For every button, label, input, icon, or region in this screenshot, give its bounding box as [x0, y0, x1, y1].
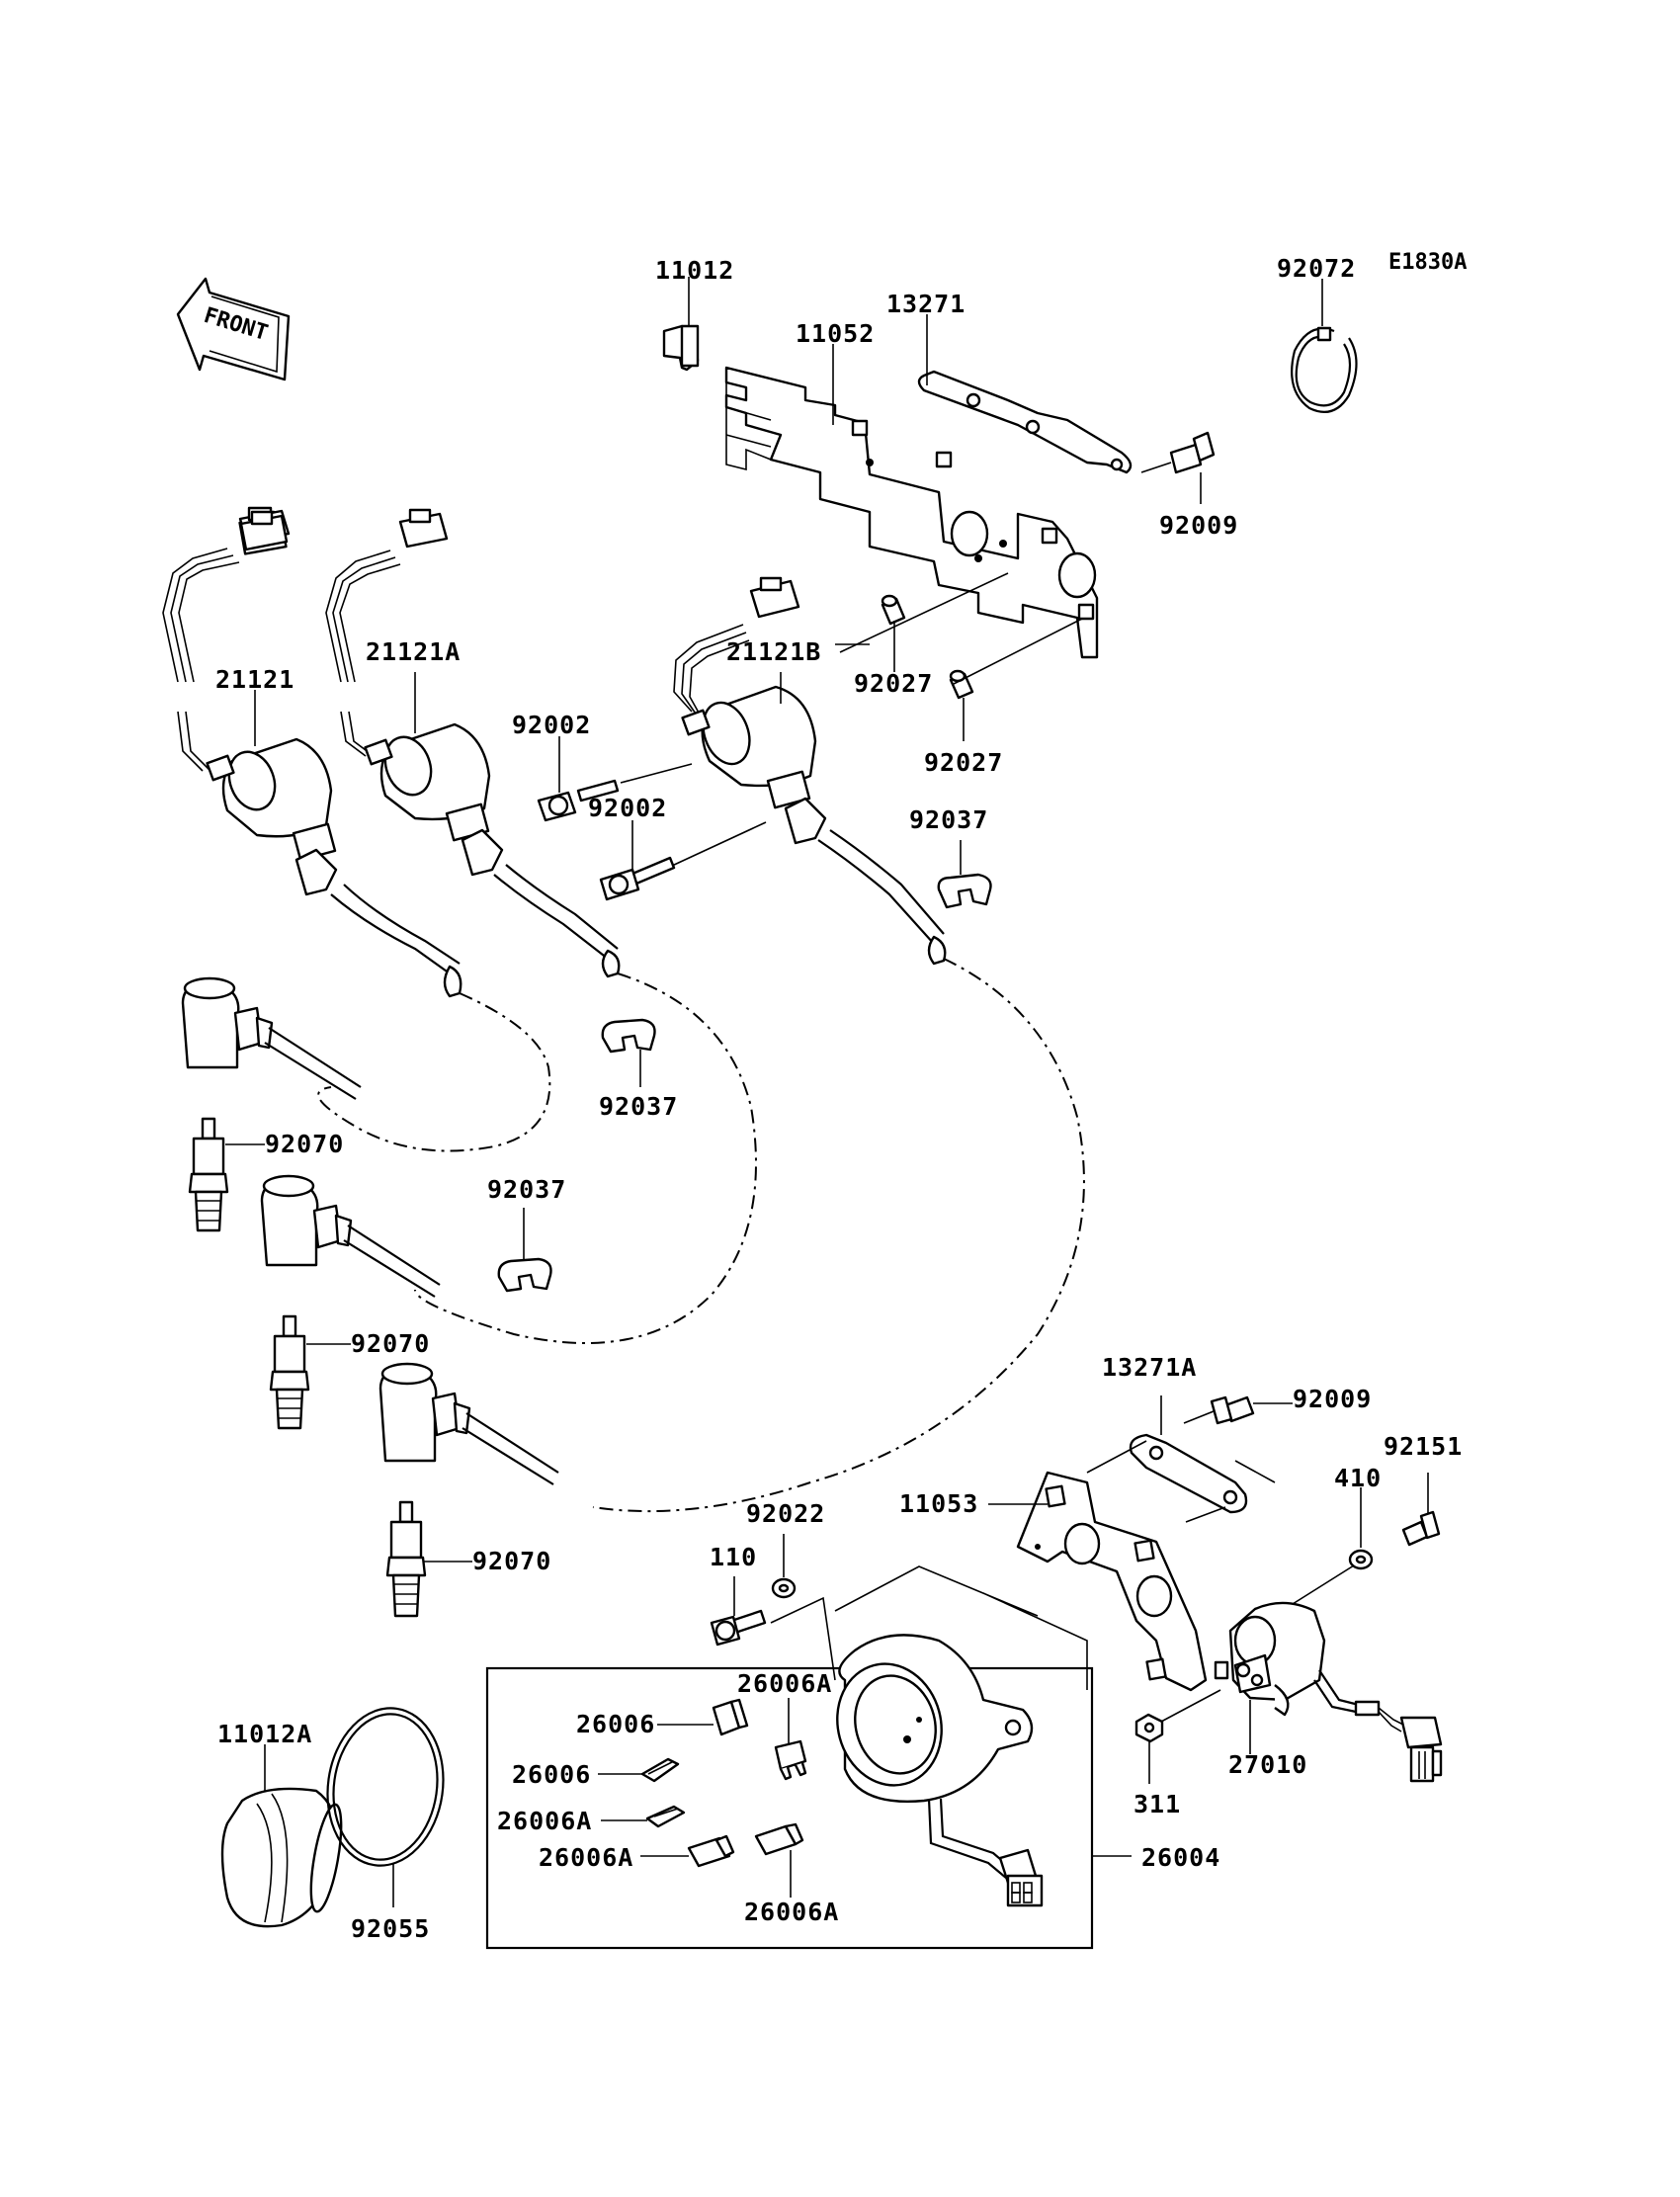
callout-92027-a: 92027	[854, 669, 933, 698]
hour-meter-kit-box	[485, 1666, 1094, 1950]
callout-26006-b: 26006	[512, 1760, 591, 1789]
callout-26006A-d: 26006A	[744, 1898, 839, 1926]
reference-code: E1830A	[1388, 250, 1467, 275]
collar-92027-b	[949, 669, 974, 700]
ht-lead-2	[414, 972, 757, 1344]
bolt-110	[710, 1609, 767, 1647]
cap-11012A	[220, 1787, 343, 1928]
o-ring-92055	[326, 1707, 445, 1867]
callout-11012: 11012	[655, 256, 734, 285]
band-92072	[1291, 326, 1358, 413]
ignition-coil-21121	[162, 510, 462, 998]
ht-lead-1	[317, 992, 551, 1152]
plug-cap-1	[181, 976, 362, 1100]
screw-92151	[1401, 1510, 1441, 1547]
ht-lead-3	[592, 958, 1085, 1513]
bolt-92002-a	[537, 779, 620, 822]
callout-110: 110	[710, 1543, 757, 1571]
collar-92027-a	[881, 594, 906, 626]
connector-top-21121	[239, 510, 289, 551]
plug-cap-2	[260, 1174, 441, 1298]
callout-92037-b: 92037	[599, 1092, 678, 1121]
callout-13271: 13271	[886, 290, 966, 318]
clamp-92037-a	[937, 873, 992, 909]
callout-92002-a: 92002	[512, 711, 591, 739]
callout-92070-a: 92070	[265, 1130, 344, 1158]
fuse-26006A-c	[687, 1834, 735, 1868]
fuse-26006A-a	[774, 1739, 807, 1781]
spark-plug-2	[269, 1314, 310, 1430]
bolt-92002-b	[599, 856, 676, 901]
callout-92009-top: 92009	[1159, 511, 1238, 540]
callout-92072: 92072	[1277, 254, 1356, 283]
ignition-coil-21121B	[673, 576, 947, 966]
front-direction-arrow: FRONT	[176, 277, 291, 381]
plug-11012	[662, 324, 700, 372]
hour-meter-26004	[836, 1634, 1044, 1907]
callout-92070-c: 92070	[472, 1547, 551, 1575]
callout-92022: 92022	[746, 1499, 825, 1528]
bracket-plate-13271A	[1129, 1433, 1248, 1514]
clamp-92037-b	[601, 1018, 656, 1054]
callout-26004: 26004	[1141, 1843, 1220, 1872]
callout-26006-a: 26006	[576, 1710, 655, 1738]
callout-11053: 11053	[899, 1489, 978, 1518]
coil-bracket-11052	[724, 366, 1099, 659]
nut-311	[1134, 1713, 1164, 1743]
callout-410: 410	[1334, 1464, 1382, 1492]
spark-plug-1	[188, 1117, 229, 1232]
fuse-26006A-b	[645, 1805, 686, 1828]
fuse-26006-a	[712, 1698, 749, 1736]
callout-92027-b: 92027	[924, 748, 1003, 777]
bracket-11053	[1016, 1471, 1208, 1692]
callout-92037-c: 92037	[487, 1175, 566, 1204]
plug-cap-3	[378, 1362, 559, 1485]
clamp-92037-c	[497, 1257, 552, 1293]
callout-92009-bottom: 92009	[1293, 1385, 1372, 1413]
bolt-92009-top	[1169, 431, 1216, 474]
callout-11052: 11052	[796, 319, 875, 348]
ignition-coil-21121A	[325, 508, 621, 978]
callout-13271A: 13271A	[1102, 1353, 1197, 1382]
callout-26006A-b: 26006A	[497, 1807, 592, 1835]
callout-92055: 92055	[351, 1914, 430, 1943]
callout-26006A-a: 26006A	[737, 1669, 832, 1698]
fuse-26006A-d	[754, 1822, 804, 1856]
callout-92151: 92151	[1384, 1432, 1463, 1461]
callout-27010: 27010	[1228, 1750, 1307, 1779]
washer-92022	[771, 1577, 797, 1599]
callout-21121: 21121	[215, 665, 294, 694]
starter-relay-27010	[1214, 1601, 1443, 1783]
callout-92037-a: 92037	[909, 805, 988, 834]
washer-410	[1348, 1549, 1374, 1570]
callout-92070-b: 92070	[351, 1329, 430, 1358]
callout-311: 311	[1134, 1790, 1181, 1818]
callout-92002-b: 92002	[588, 794, 667, 822]
callout-21121A: 21121A	[366, 637, 461, 666]
bolt-92009-bottom	[1210, 1395, 1255, 1425]
spark-plug-3	[385, 1500, 427, 1618]
coil-bracket-plate-13271	[917, 370, 1133, 474]
fuse-26006-b	[640, 1757, 680, 1783]
callout-26006A-c: 26006A	[539, 1843, 633, 1872]
callout-21121B: 21121B	[726, 637, 821, 666]
callout-11012A: 11012A	[217, 1720, 312, 1748]
